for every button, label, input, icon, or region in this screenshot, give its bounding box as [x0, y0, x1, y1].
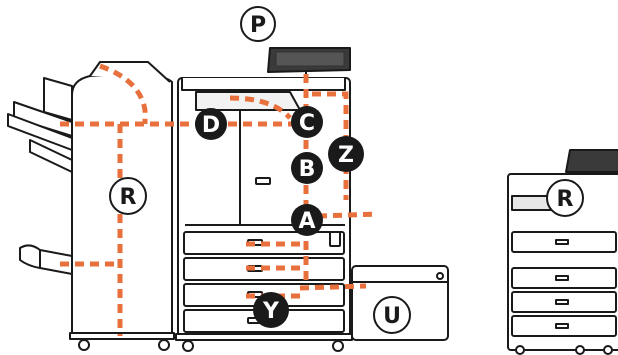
svg-text:D: D [202, 113, 220, 138]
label-p-badge: P [241, 7, 275, 41]
svg-text:R: R [120, 185, 137, 210]
label-a-badge: A [291, 204, 323, 236]
control-panel [268, 48, 350, 82]
svg-text:B: B [299, 157, 316, 182]
svg-text:R: R [557, 187, 574, 212]
label-r-side-badge: R [547, 180, 583, 216]
label-u-badge: U [374, 297, 410, 333]
svg-text:C: C [299, 111, 315, 136]
label-z-badge: Z [328, 136, 364, 172]
label-c-badge: C [291, 106, 323, 138]
svg-text:U: U [383, 304, 401, 329]
svg-text:A: A [298, 209, 315, 234]
svg-text:Y: Y [262, 299, 280, 324]
label-y-badge: Y [253, 292, 289, 328]
label-r-finisher-badge: R [110, 178, 146, 214]
finisher-unit [8, 62, 174, 350]
svg-text:P: P [250, 13, 266, 38]
label-d-badge: D [195, 108, 227, 140]
svg-text:Z: Z [338, 143, 354, 168]
label-b-badge: B [291, 152, 323, 184]
